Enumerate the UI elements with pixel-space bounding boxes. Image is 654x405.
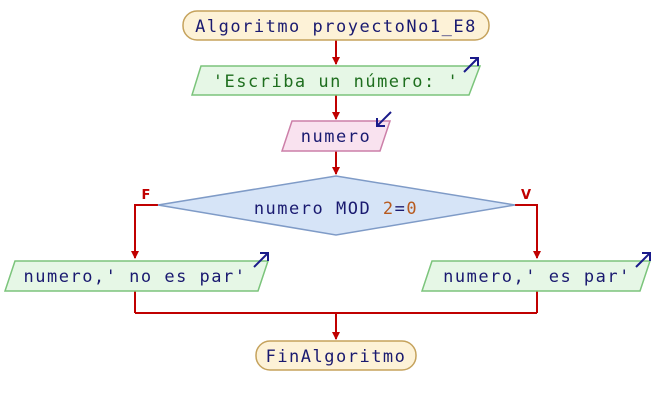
output-prompt-label: 'Escriba un número: ' <box>213 72 459 92</box>
output-true-block: numero,' es par' <box>420 252 652 292</box>
start-terminal-shape <box>182 10 490 41</box>
input-block: numero <box>280 111 392 152</box>
connector-true-branch <box>515 204 541 259</box>
output-false-block: numero,' no es par' <box>3 252 270 292</box>
false-branch-label: F <box>142 188 151 203</box>
decision-op: MOD <box>324 199 383 219</box>
output-prompt-shape <box>190 65 482 96</box>
connector-false-branch <box>131 204 158 259</box>
output-arrow-icon <box>463 57 479 73</box>
input-arrow-icon <box>376 111 392 127</box>
output-prompt-block: 'Escriba un número: ' <box>190 57 482 96</box>
input-label: numero <box>301 127 371 147</box>
decision-num2: 0 <box>406 199 418 219</box>
connectors <box>131 40 541 340</box>
decision-var: numero <box>254 199 324 219</box>
decision-eq: = <box>395 199 407 219</box>
output-false-arrow-icon <box>253 252 269 268</box>
input-shape <box>280 120 392 152</box>
start-terminal: Algoritmo proyectoNo1_E8 <box>182 10 490 41</box>
output-true-shape <box>420 260 652 292</box>
output-false-label: numero,' no es par' <box>24 267 247 287</box>
output-true-arrow-icon <box>635 252 651 268</box>
decision-label: numero MOD 2=0 <box>254 199 418 219</box>
end-terminal: FinAlgoritmo <box>255 340 417 371</box>
output-true-label: numero,' es par' <box>443 267 631 287</box>
true-branch-label: V <box>521 188 531 203</box>
decision-num1: 2 <box>383 199 395 219</box>
end-terminal-shape <box>255 340 417 371</box>
end-terminal-label: FinAlgoritmo <box>266 347 407 367</box>
decision-shape <box>157 175 516 236</box>
start-terminal-label: Algoritmo proyectoNo1_E8 <box>195 17 477 37</box>
output-false-shape <box>3 260 270 292</box>
decision-block: numero MOD 2=0 F V <box>142 175 531 236</box>
